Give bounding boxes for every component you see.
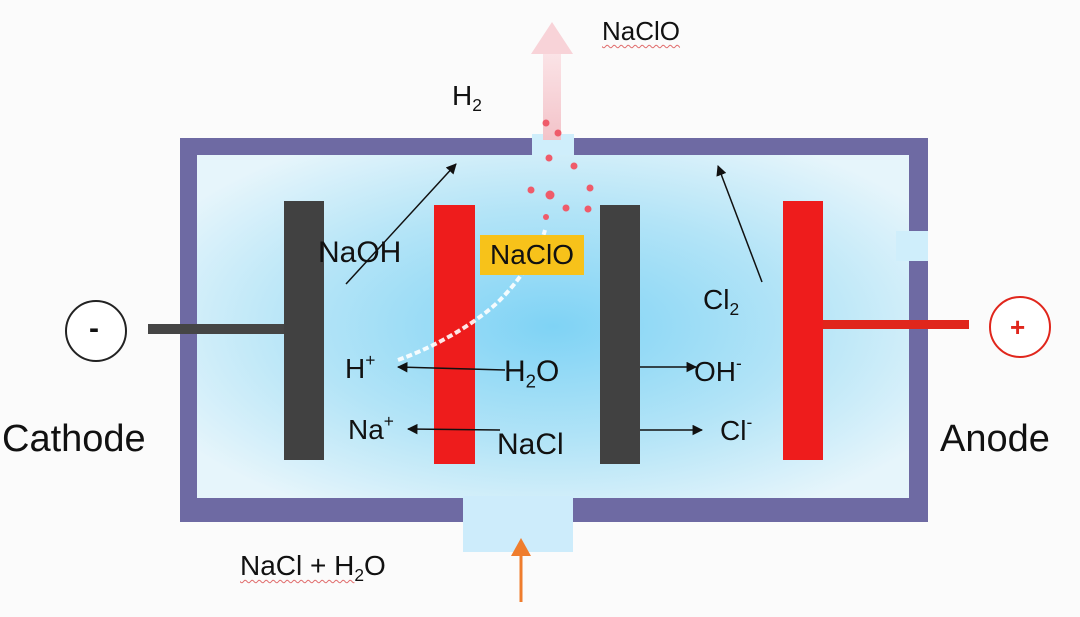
h2o-label: H2O [504,355,560,392]
h2-gas-label: H2 [452,80,482,116]
anode-plate-middle [434,205,475,464]
ohminus-ion-label: OH- [694,353,742,388]
inlet-pipe [463,496,573,552]
naclo-streak [397,229,547,362]
anode-plate-right [783,201,823,460]
cathode-label: Cathode [2,418,146,460]
naplus-arrow [406,423,501,435]
hplus-ion-label: H+ [345,350,376,385]
anode-wire [823,320,969,329]
minus-sign: - [89,312,99,345]
naclo-bubbles [527,119,594,220]
nacl-label: NaCl [497,428,564,461]
cl2-gas-label: Cl2 [703,284,740,320]
naplus-ion-label: Na+ [348,411,394,446]
h2-rise-arrow [345,163,457,285]
cl2-rise-arrow [716,165,763,283]
anode-label: Anode [940,418,1050,460]
outflow-arrow-icon [531,22,573,140]
inflow-arrow-icon [511,538,531,602]
plus-sign: + [1010,312,1026,342]
clminus-ion-label: Cl- [720,412,753,447]
cathode-plate-left [284,201,324,460]
cathode-wire [148,324,285,334]
naclo-product-box: NaClO [480,235,585,275]
feed-label: NaCl + H2O [240,550,386,586]
minus-terminal-icon [65,300,127,362]
naoh-label: NaOH [318,236,402,269]
hplus-arrow [396,362,506,373]
naclo-output-label: NaClO [602,16,681,46]
cathode-plate-middle [600,205,640,464]
side-outlet [896,231,928,261]
plus-terminal-icon [989,296,1051,358]
